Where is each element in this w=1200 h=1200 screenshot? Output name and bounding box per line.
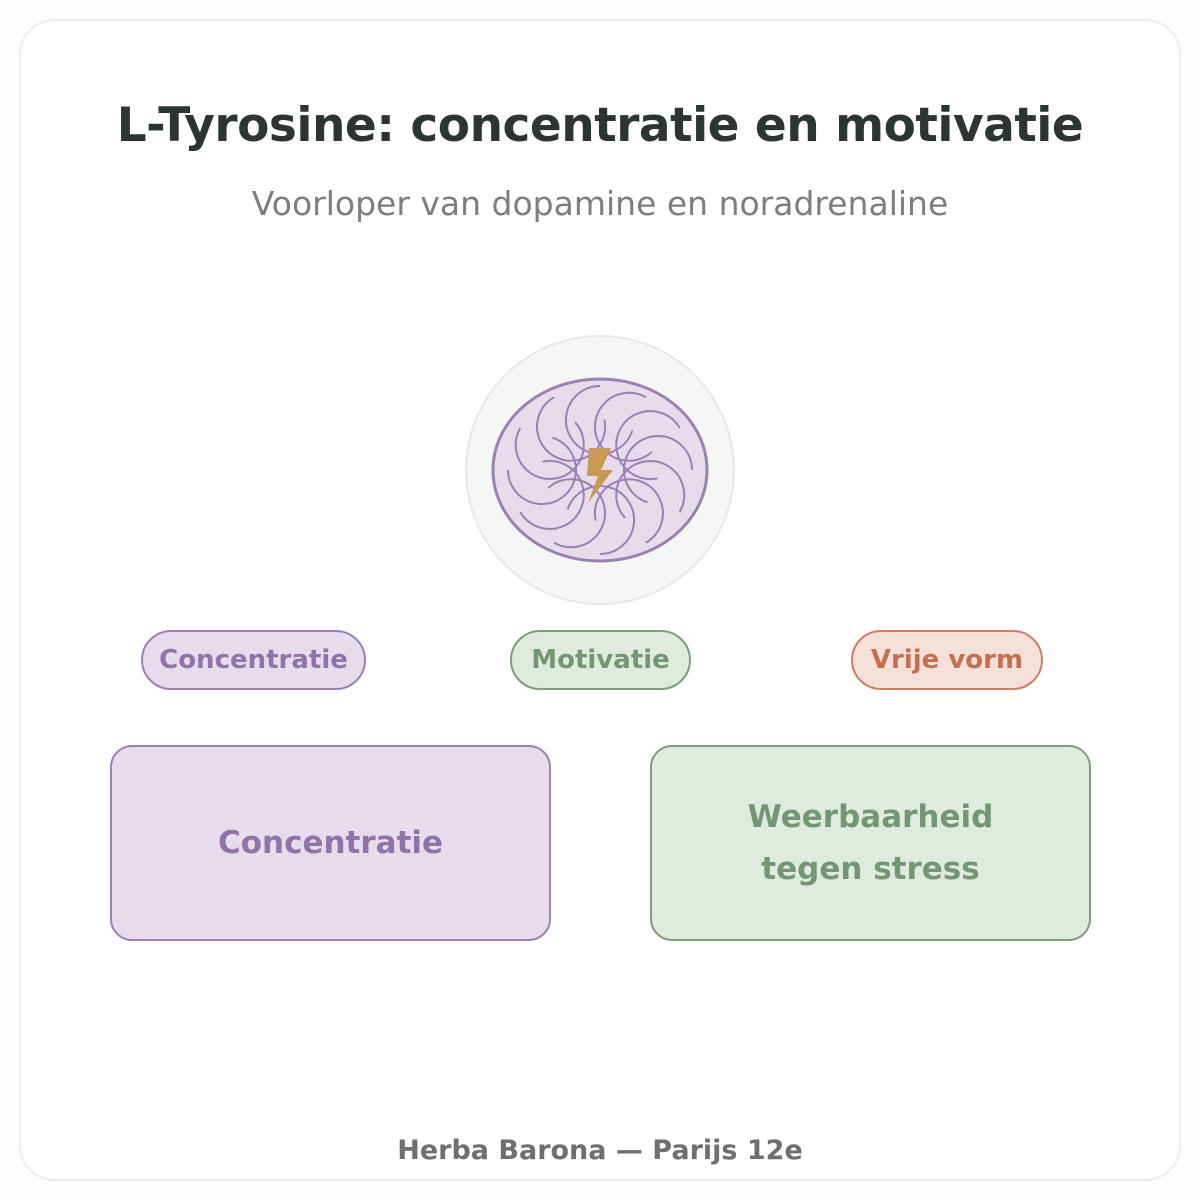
page-title: L-Tyrosine: concentratie en motivatie [116, 98, 1084, 153]
tag-motivatie: Motivatie [510, 630, 691, 690]
swirl-arc [547, 478, 606, 549]
benefit-card-concentratie: Concentratie [110, 745, 551, 941]
tag-concentratie: Concentratie [141, 630, 366, 690]
swirl-lightning-icon [465, 335, 735, 605]
swirl-arc [564, 385, 634, 455]
tag-vrije-vorm: Vrije vorm [851, 630, 1043, 690]
page-subtitle: Voorloper van dopamine en noradrenaline [251, 184, 949, 223]
swirl-arc [615, 460, 686, 519]
swirl-arc [594, 391, 653, 462]
footer-credit: Herba Barona — Parijs 12e [397, 1135, 803, 1166]
benefit-label: Weerbaarheid tegen stress [747, 799, 994, 887]
swirl-arc [514, 421, 585, 480]
benefit-card-stress: Weerbaarheid tegen stress [650, 745, 1091, 941]
benefit-label: Concentratie [217, 825, 444, 861]
swirl-arc [566, 485, 636, 555]
swirl-arc [623, 434, 693, 504]
swirl-arc [519, 460, 585, 530]
swirl-arc [536, 396, 606, 462]
swirl-arc [594, 478, 664, 544]
swirl-arc [615, 410, 681, 480]
swirl-arc [507, 436, 577, 506]
